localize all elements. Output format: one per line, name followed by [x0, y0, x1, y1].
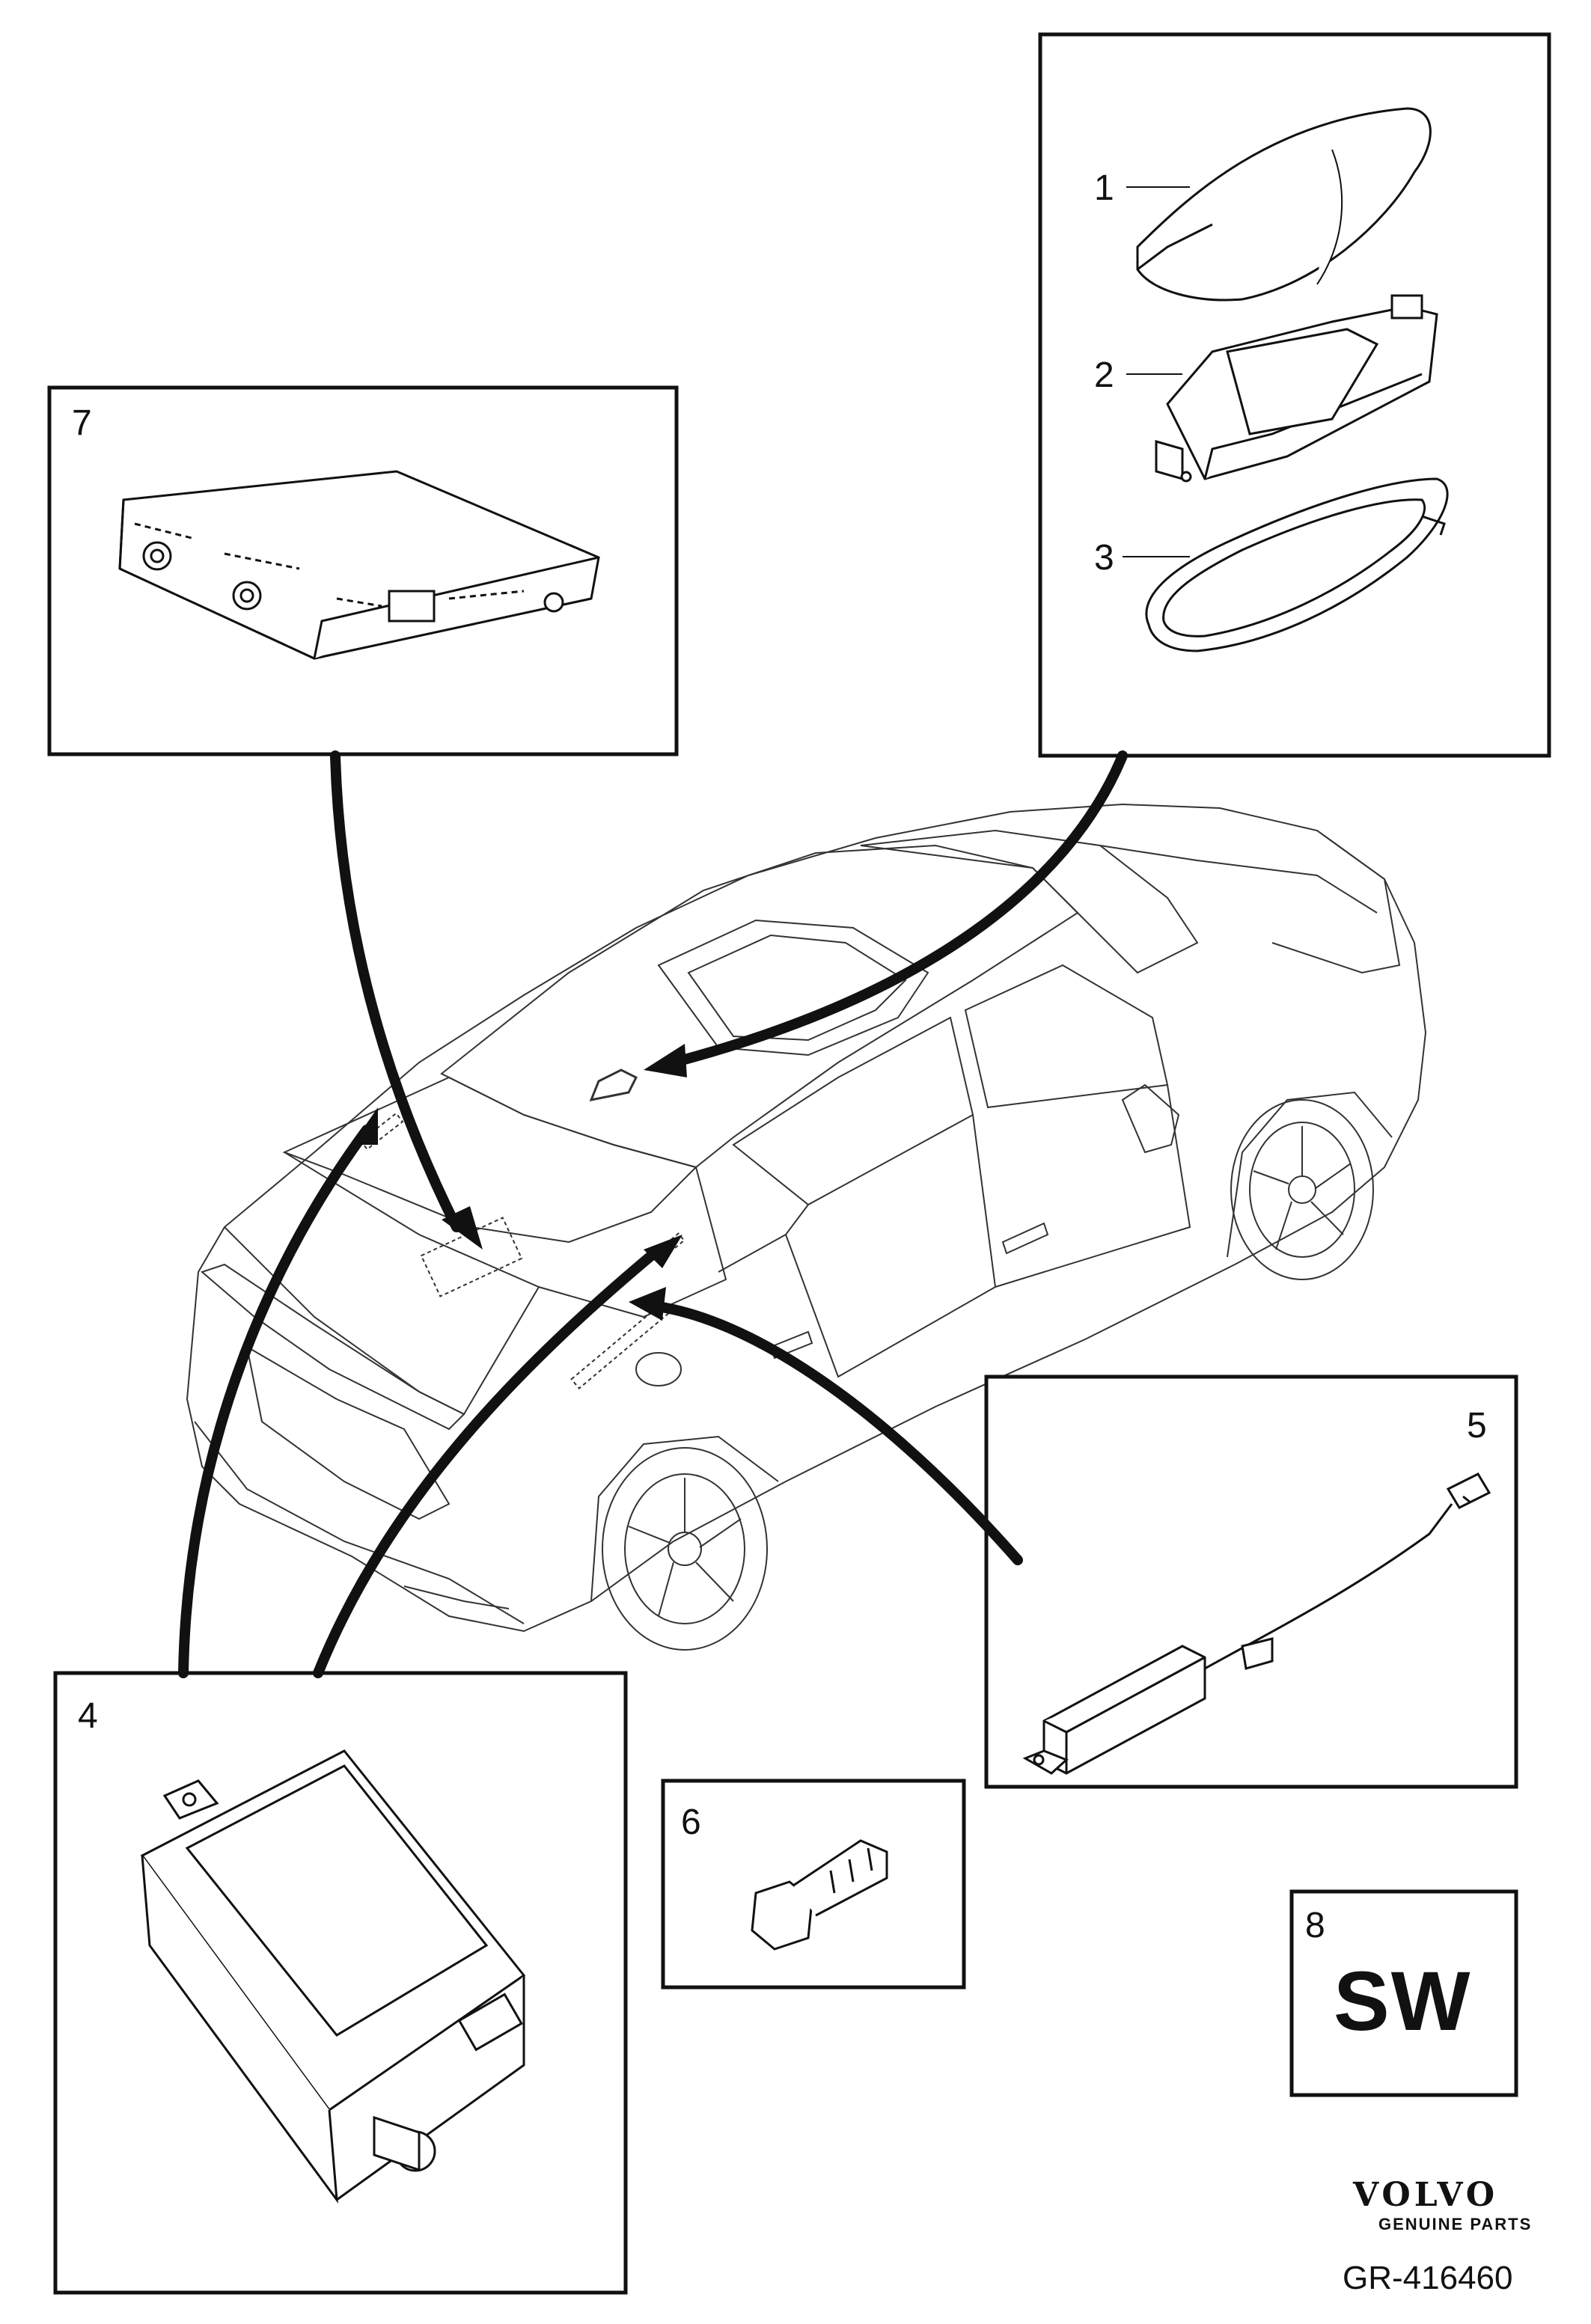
callout-5: 5: [1467, 1406, 1487, 1446]
part-6-screw: [752, 1841, 887, 1949]
arrow-4a: [183, 1130, 367, 1673]
part-2-antenna-base: [1156, 296, 1437, 481]
callout-6: 6: [681, 1802, 701, 1842]
brand-tagline: GENUINE PARTS: [1378, 2215, 1533, 2233]
part-4-module: [142, 1751, 524, 2200]
part-5-antenna-amp: [1025, 1474, 1489, 1773]
part-7-module: [120, 471, 599, 658]
figure-reference: GR-416460: [1343, 2260, 1513, 2296]
arrow-5: [651, 1306, 1018, 1560]
callout-2: 2: [1094, 355, 1114, 395]
pointer-arrows: [183, 756, 1123, 1673]
part-3-gasket: [1146, 479, 1447, 651]
callout-8: 8: [1305, 1906, 1325, 1945]
callout-1: 1: [1094, 168, 1114, 208]
arrow-7: [335, 756, 456, 1227]
leader-lines-1-3: [1123, 187, 1190, 557]
callout-4: 4: [78, 1696, 98, 1736]
arrow-4b: [318, 1250, 659, 1673]
callout-7: 7: [72, 403, 92, 443]
callout-3: 3: [1094, 538, 1114, 578]
car-illustration: [187, 804, 1426, 1650]
brand-logo: VOLVO: [1353, 2176, 1499, 2214]
frame-8: [1292, 1892, 1516, 2095]
arrow-1-3: [674, 756, 1123, 1062]
part-1-antenna-cover: [1137, 108, 1430, 300]
software-badge: SW: [1334, 1954, 1472, 2048]
arrow-heads: [352, 1044, 687, 1321]
